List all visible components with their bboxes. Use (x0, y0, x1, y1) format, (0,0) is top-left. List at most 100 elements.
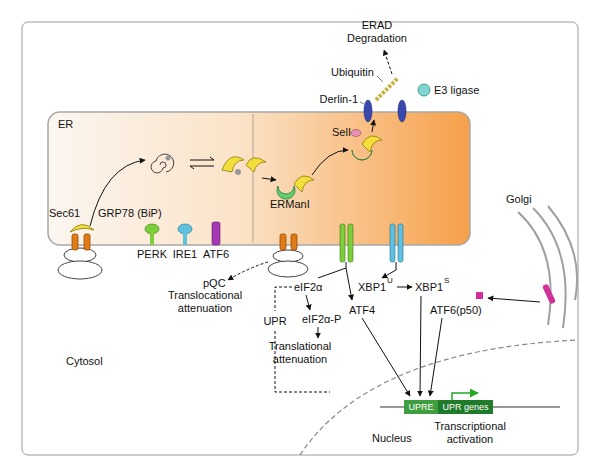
golgi-cisternae (548, 206, 577, 300)
node-label: UPRE (408, 402, 433, 412)
promoter-box: UPRE (404, 400, 438, 414)
ermani-complex (277, 176, 314, 199)
atf6-fragment (476, 292, 483, 299)
diagram-label: Golgi (506, 193, 532, 206)
diagram-label: S (444, 276, 449, 286)
equilibrium-arrows (190, 166, 214, 169)
diagram-label: Cytosol (66, 355, 103, 368)
er-membrane (48, 112, 470, 245)
ire1-dimer (390, 224, 395, 262)
ubiquitin-leader (377, 76, 383, 82)
ermani-to-seli-arrow (312, 150, 348, 175)
perk-dimer (340, 224, 345, 262)
ire1-receptor (183, 233, 187, 245)
signal-arrows (318, 327, 319, 338)
diagram-label: XBP1 (415, 281, 443, 294)
perk-receptor (150, 233, 154, 245)
signal-arrows (362, 318, 410, 396)
er-membrane (48, 112, 470, 245)
signal-arrows (488, 298, 540, 302)
pqc-arrow (228, 262, 268, 280)
perk-receptor (145, 224, 159, 234)
diagram-label: U (387, 276, 393, 286)
chaperone-complex (222, 157, 266, 175)
diagram-label: eIF2α-P (302, 313, 341, 326)
equilibrium-arrows (190, 157, 214, 160)
signal-arrows (382, 262, 396, 278)
ubiquitin-chain (376, 78, 398, 100)
seli-complex (351, 130, 361, 137)
atf6-receptor (212, 222, 220, 245)
diagram-label: E3 ligase (434, 84, 479, 97)
signal-arrows (318, 262, 346, 278)
signal-arrows (420, 296, 421, 396)
signal-arrows (306, 295, 310, 310)
er-membrane (252, 114, 254, 243)
derlin-1-channel (398, 100, 406, 122)
diagram-label: Translocational attenuation (140, 289, 270, 315)
translocon-right (291, 234, 297, 250)
ire1-receptor (178, 224, 192, 234)
diagram-label: ATF4 (349, 304, 375, 317)
diagram-label: Transcriptional activation (410, 420, 530, 446)
chaperone-complex (235, 169, 241, 175)
diagram-label: XBP1 (358, 281, 386, 294)
unfolded-protein (166, 156, 171, 161)
ire1-dimer (398, 224, 403, 262)
atf6-fragment (476, 284, 556, 305)
ribosome-left (64, 248, 96, 262)
diagram-label: Ubiquitin (331, 66, 374, 79)
perk-receptor (145, 224, 159, 245)
derlin-leader (360, 102, 364, 104)
unfolded-protein (151, 154, 174, 173)
diagram-label: Sec61 (49, 207, 80, 220)
sec61-channel (84, 234, 90, 250)
upr-dashed-line (275, 287, 330, 392)
golgi-cisternae (518, 206, 577, 328)
nucleus-envelope (300, 340, 578, 455)
perk-dimer (340, 224, 353, 262)
erad-arrow (384, 50, 392, 74)
unfolded-protein (151, 154, 174, 173)
signal-arrows (397, 287, 412, 288)
ribosome-right (273, 250, 303, 262)
node-label: ER (58, 118, 73, 130)
diagram-label: eIF2α (294, 281, 322, 294)
signal-arrows (346, 268, 352, 300)
sec61-channel (72, 234, 78, 250)
ribosome-right (268, 250, 308, 277)
diagram-label: GRP78 (BiP) (98, 207, 162, 220)
node-label: UPR genes (442, 402, 488, 412)
gene-box: UPR genes (438, 400, 493, 414)
perk-dimer (348, 224, 353, 262)
signal-arrows (306, 262, 540, 396)
e3-ligase (418, 84, 430, 96)
seli-complex (372, 120, 374, 132)
diagram-label: UPR (261, 315, 288, 328)
ermani-complex (294, 176, 314, 192)
er-compartment: ER (48, 112, 470, 245)
translocon-right (280, 234, 286, 250)
diagram-label: ATF6 (203, 248, 229, 261)
diagram-label: Translational attenuation (255, 340, 345, 366)
golgi-cisternae (518, 212, 551, 325)
ire1-dimer (390, 224, 403, 262)
transfer-arrow (262, 178, 276, 180)
seli-complex (351, 120, 382, 160)
diagram-label: Nucleus (372, 432, 412, 445)
diagram-label: ERAD Degradation (337, 19, 417, 45)
derlin-1-channel (364, 100, 406, 122)
diagram-label: IRE1 (173, 248, 197, 261)
translocon-right (280, 234, 297, 250)
ribosome-right (268, 261, 308, 277)
diagram-label: ERManI (270, 198, 310, 211)
diagram-label: ATF6(p50) (430, 304, 482, 317)
derlin-1-channel (364, 100, 372, 122)
golgi-cisternae (533, 208, 566, 328)
chaperone-complex (246, 158, 266, 172)
atf6-fragment (542, 284, 556, 305)
sec61-channel (72, 234, 90, 250)
upr-dashed-line (275, 287, 292, 311)
